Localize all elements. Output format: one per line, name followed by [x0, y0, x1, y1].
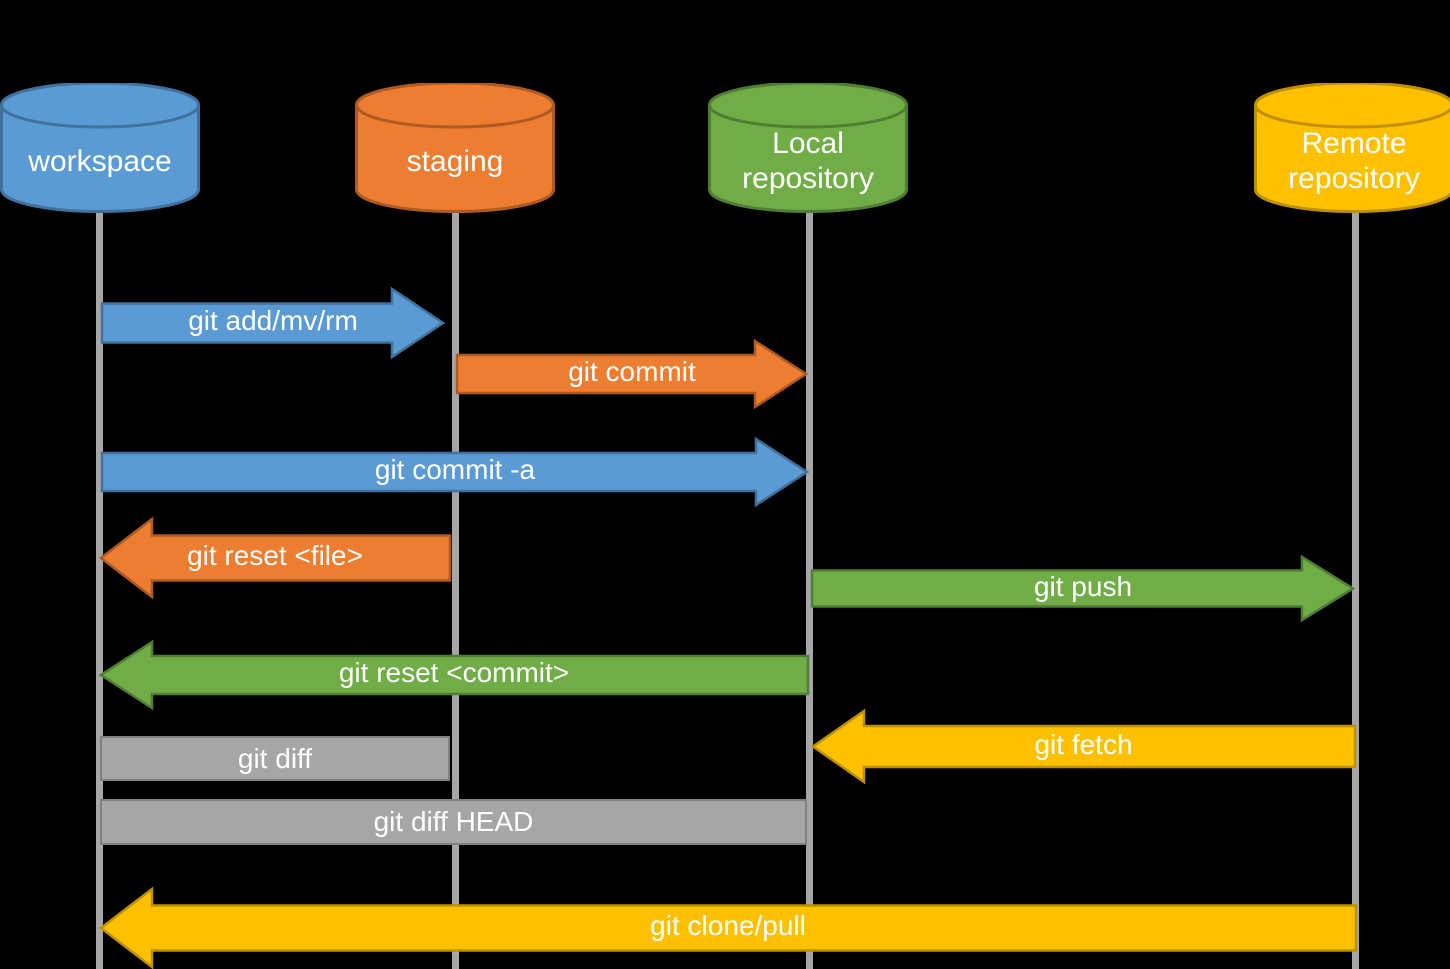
lifeline-remote	[1352, 205, 1359, 969]
node-local[interactable]: Local repository	[708, 83, 908, 213]
bar-label-git-diff-head: git diff HEAD	[373, 806, 534, 837]
bar-label-git-diff: git diff	[237, 742, 313, 774]
node-staging[interactable]: staging	[355, 83, 555, 213]
arrow-git-clone-pull[interactable]: git clone/pull	[98, 886, 1358, 969]
lifeline-local	[806, 205, 813, 969]
bar-git-diff-head[interactable]: git diff HEAD	[100, 799, 807, 845]
lifeline-staging	[452, 205, 459, 969]
lifeline-workspace	[96, 205, 103, 969]
arrow-git-add[interactable]: git add/mv/rm	[100, 286, 446, 360]
arrow-git-commit[interactable]: git commit	[455, 338, 809, 410]
arrow-git-commit-a[interactable]: git commit -a	[100, 436, 810, 508]
arrow-git-push[interactable]: git push	[810, 554, 1356, 623]
node-remote[interactable]: Remote repository	[1254, 83, 1450, 213]
arrow-git-reset-commit[interactable]: git reset <commit>	[98, 639, 810, 711]
node-workspace[interactable]: workspace	[0, 83, 200, 213]
arrow-git-reset-file[interactable]: git reset <file>	[98, 516, 452, 600]
arrow-git-fetch[interactable]: git fetch	[810, 708, 1357, 785]
bar-git-diff[interactable]: git diff	[100, 736, 450, 781]
